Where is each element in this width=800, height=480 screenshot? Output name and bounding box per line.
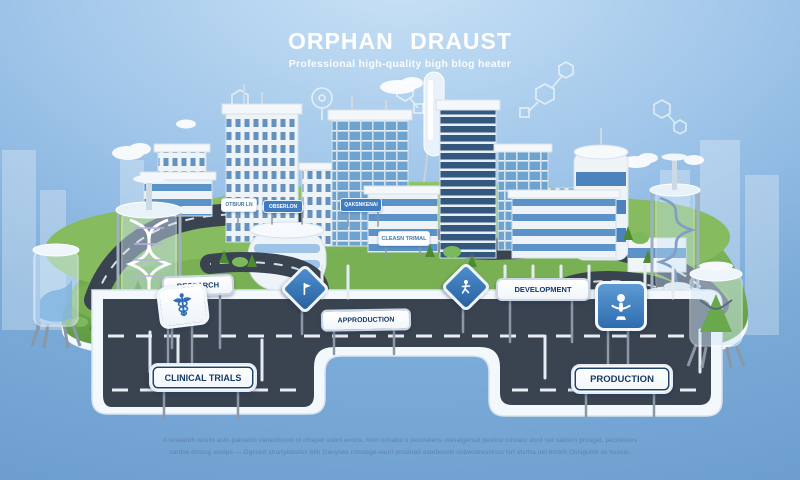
glass-flask-left	[30, 243, 82, 349]
flag-diamond-sign	[279, 263, 331, 315]
caduceus-sign	[155, 282, 211, 330]
molecule-icons	[231, 61, 687, 135]
sign-production: PRODUCTION	[571, 364, 673, 394]
sign-development: DEVELOPMENT	[496, 278, 590, 301]
person-microphone-icon	[611, 294, 631, 320]
sign-development-label: DEVELOPMENT	[514, 285, 572, 294]
sign-approduction-label: APPRODUCTION	[337, 316, 395, 324]
city-billboard-3: QAKSNKENAI	[340, 198, 382, 212]
sign-approduction: APPRODUCTION	[320, 308, 412, 332]
sign-clinical-trials: CLINICAL TRIALS	[149, 363, 257, 392]
footer-fineprint-line2: cardse dostog aselpe — Ogcsed shartylets…	[169, 449, 631, 456]
footer-fineprint-line1: A researdh tetulis asto pakseno vanechor…	[162, 437, 638, 444]
city-billboard-2-label: OBSERLON	[268, 203, 298, 210]
glass-flask-right	[686, 261, 746, 369]
city-billboard-1: OTBIUR LN	[221, 198, 257, 212]
page-subtitle: Professional high-quality bigh blog heat…	[288, 58, 512, 70]
caduceus-icon	[172, 293, 192, 317]
walking-person-icon	[461, 280, 471, 294]
city-billboard-3-label: QAKSNKENAI	[344, 202, 378, 208]
person-diamond-sign	[440, 261, 492, 313]
sign-clinical-trials-label: CLINICAL TRIALS	[164, 372, 242, 383]
city-billboard-4-label: CLEASN TRIMAL	[381, 235, 427, 242]
city-billboard-4: CLEASN TRIMAL	[378, 231, 430, 246]
city-billboard-1-label: OTBIUR LN	[225, 202, 253, 208]
flag-icon	[303, 283, 311, 295]
page-title: ORPHAN DRAUST	[288, 28, 512, 54]
sign-production-label: PRODUCTION	[590, 373, 654, 385]
person-mic-sign	[595, 281, 647, 331]
city-billboard-2: OBSERLON	[263, 200, 303, 213]
